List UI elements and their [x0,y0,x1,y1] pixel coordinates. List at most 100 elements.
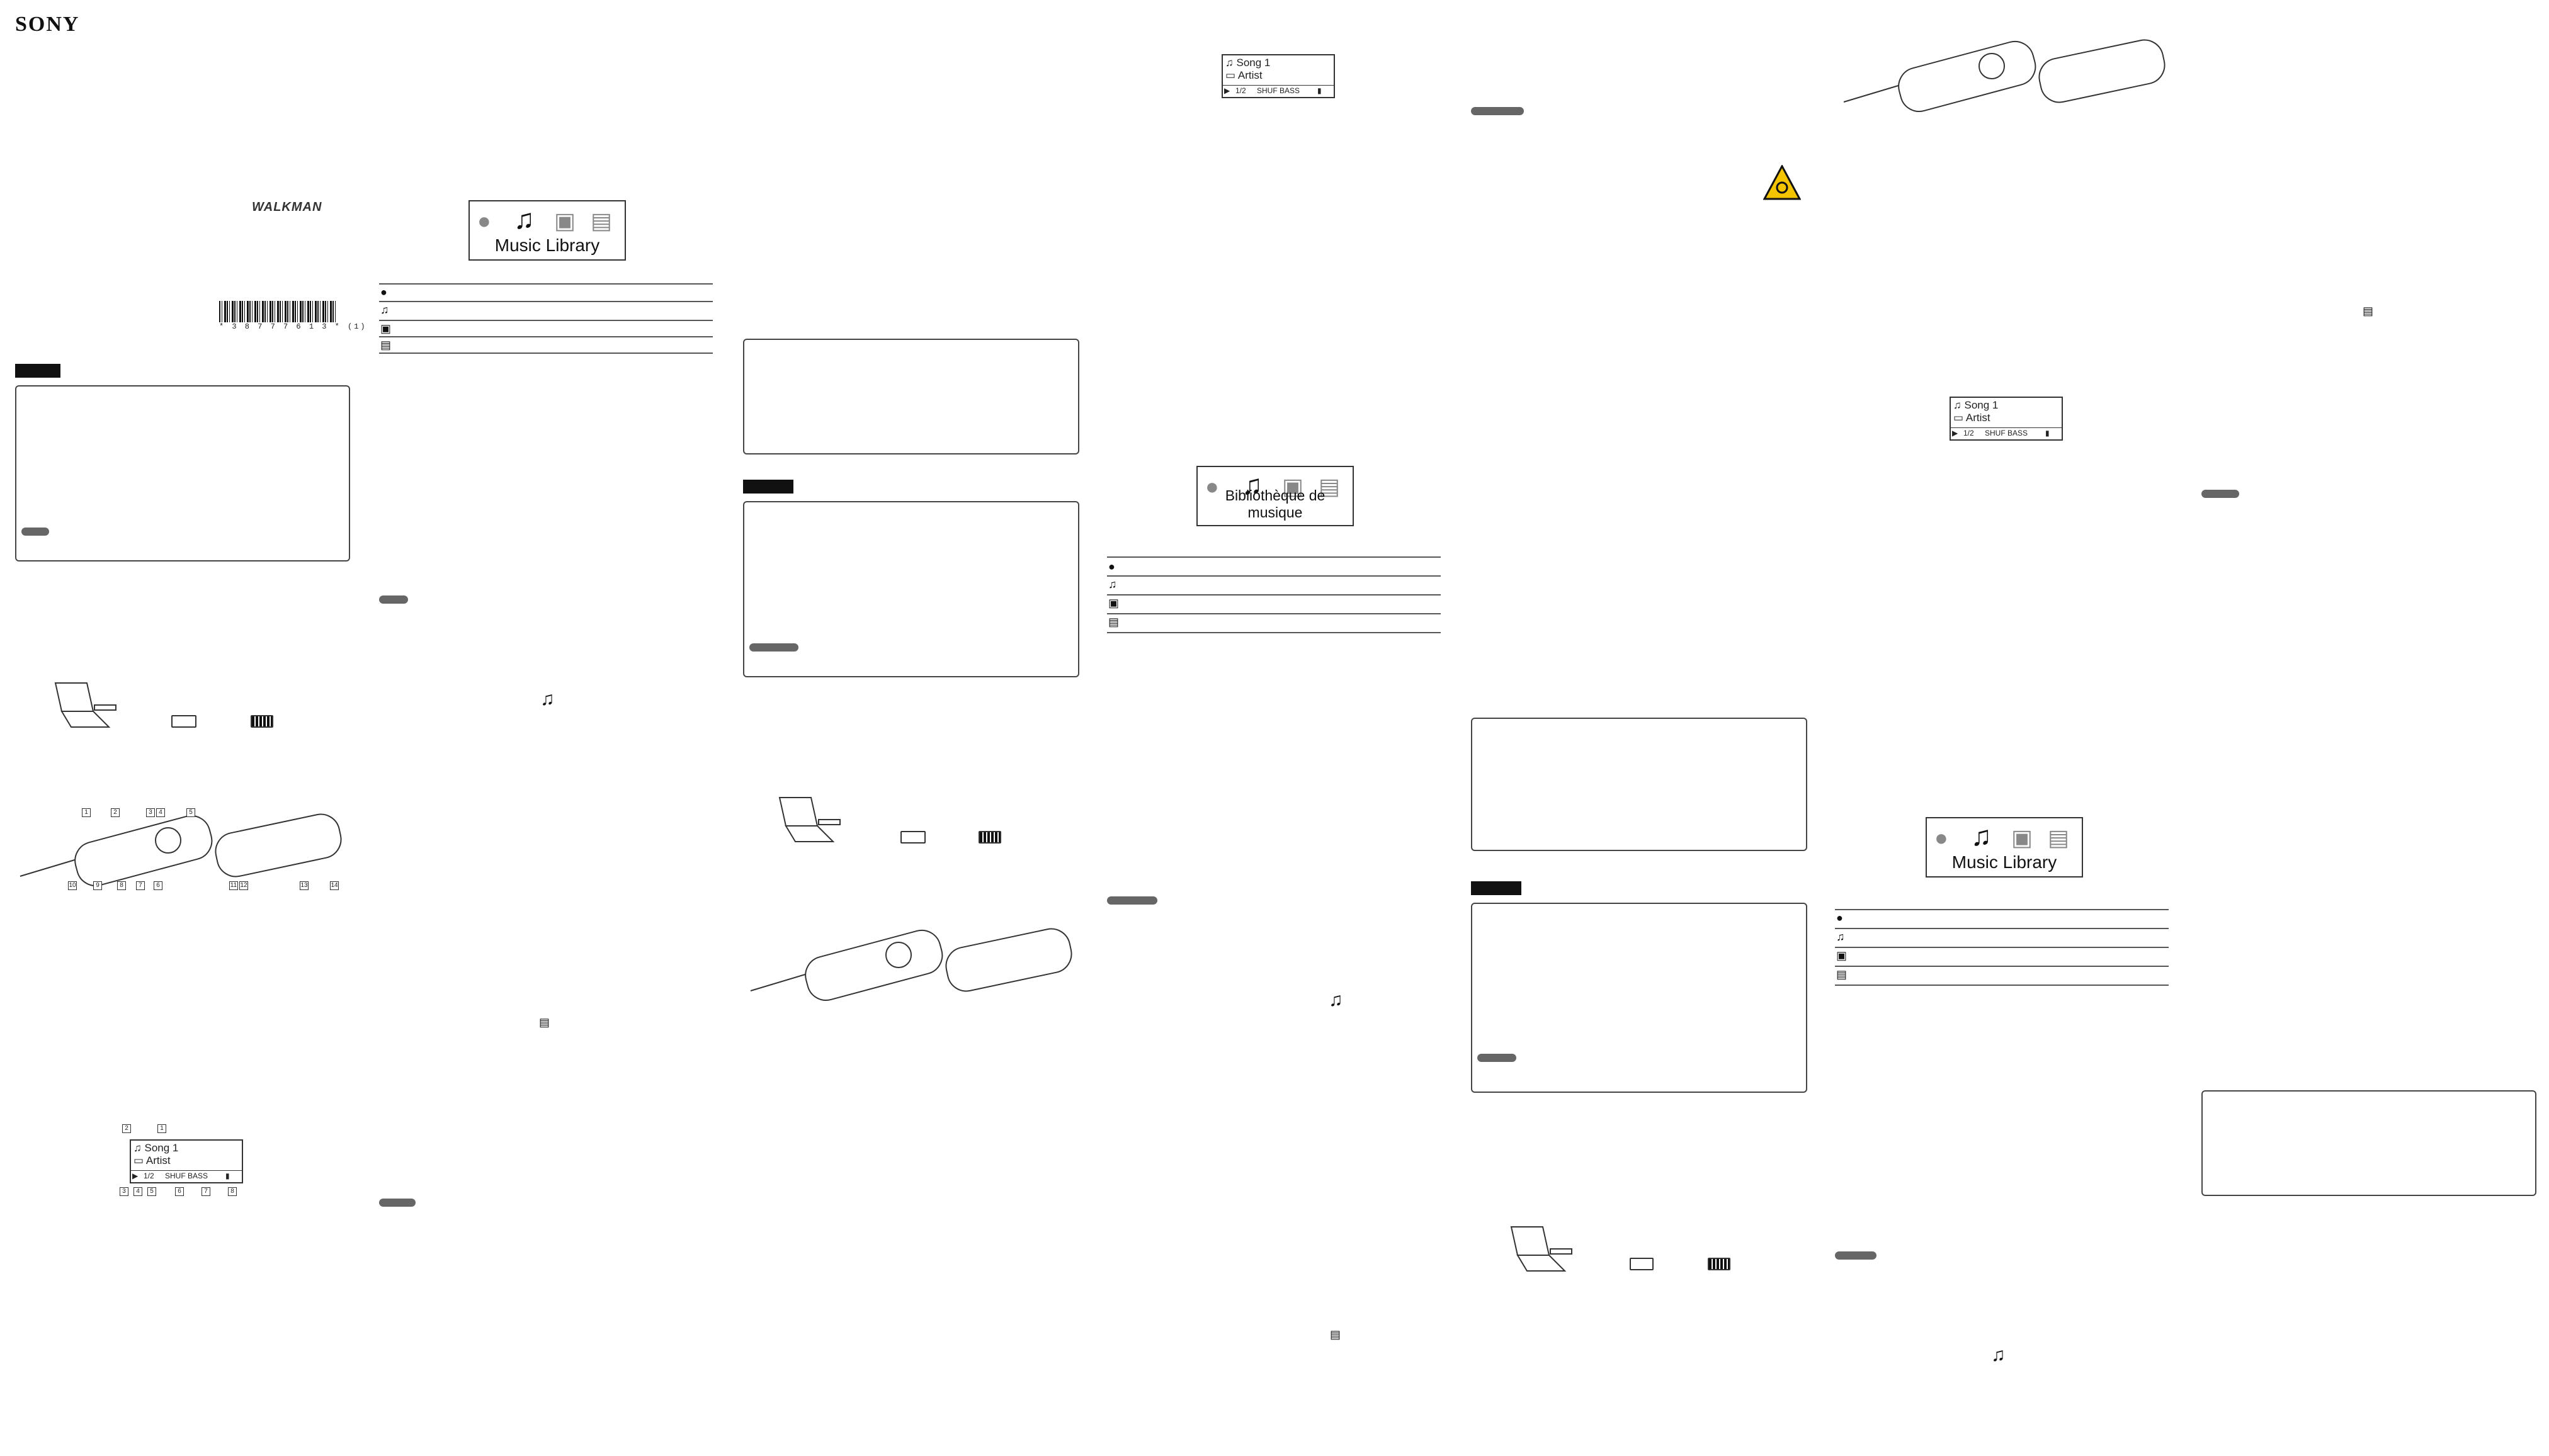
note-pill [1835,1251,1876,1260]
battery-empty-icon [900,831,926,844]
toolbox-icon: ▤ [1330,1328,1341,1341]
radio-icon: ▣ [1282,473,1304,499]
battery-icon: ▮ [2045,429,2050,437]
battery-empty-icon [171,715,196,728]
music-note-icon: ♫ [514,204,535,235]
music-note-icon: ♫ [1242,470,1263,500]
callout-4: 4 [156,808,165,817]
toolbox-icon: ▤ [2363,305,2374,317]
callout-2: 2 [111,808,120,817]
home-menu-label: Music Library [1951,852,2057,872]
lcd-shuffle: SHUF [165,1171,186,1180]
table-rule [379,301,713,302]
lcd-status-bar: ▶ 1/2 SHUF BASS ▮ [131,1170,242,1182]
laptop-illustration [1510,1226,1572,1272]
note-pill [379,595,408,604]
music-note-icon: ♫ [540,689,555,709]
lcd-screen: ♫ Song 1 ▭ Artist ▶ 1/2 SHUF BASS ▮ [1950,397,2063,441]
lcd-callout-2: 2 [122,1124,131,1133]
radio-icon: ▣ [1836,949,1848,962]
sony-logo: SONY [15,13,80,36]
home-menu-label: Music Library [494,235,600,255]
table-rule [1107,575,1441,577]
lcd-artist: Artist [1237,69,1263,81]
lcd-track: 1/2 [144,1171,154,1180]
table-rule [379,336,713,337]
folder-icon: ▭ [1225,69,1236,81]
battery-icon: ▮ [225,1171,230,1180]
notice-box [743,339,1079,454]
lcd-song: Song 1 [1964,399,1999,411]
lcd-song: Song 1 [144,1142,179,1154]
callout-8: 8 [117,881,126,890]
lcd-callout-5: 5 [147,1187,156,1196]
note-pill [1107,896,1157,905]
folder-icon: ▭ [133,1154,144,1166]
notice-box [15,385,350,562]
lcd-callout-7: 7 [202,1187,210,1196]
note-pill [1471,107,1524,115]
music-note-icon: ♫ [380,303,389,316]
radio-icon: ▣ [380,322,392,335]
battery-full-icon [979,831,1001,844]
player-diagram [20,813,342,886]
music-note-icon: ♫ [1329,990,1343,1010]
play-icon: ▶ [1224,86,1230,95]
lcd-eq: BASS [188,1171,208,1180]
home-menu: ● ♫ ▣ ▤ Bibliothèque de musique [1196,466,1354,526]
lcd-shuffle: SHUF [1985,429,2006,437]
callout-14: 14 [330,881,339,890]
battery-empty-icon [1630,1258,1654,1270]
music-note-icon: ♫ [1953,399,1961,411]
note-pill [1477,1054,1516,1062]
speech-bubble-icon: ● [1108,560,1115,573]
callout-6: 6 [154,881,162,890]
table-rule [1835,909,2169,910]
radio-icon: ▣ [1108,597,1120,609]
table-rule [1835,966,2169,967]
lcd-callout-1: 1 [157,1124,166,1133]
notice-box [2201,1090,2536,1196]
barcode-number: * 3 8 7 7 7 6 1 3 * (1) [219,322,367,331]
table-rule [1107,632,1441,633]
callout-3: 3 [146,808,155,817]
toolbox-icon: ▤ [539,1016,550,1029]
music-note-icon: ♫ [1225,57,1234,69]
laptop-illustration [54,682,116,728]
callout-7: 7 [136,881,145,890]
lcd-track: 1/2 [1235,86,1246,95]
callout-10: 10 [68,881,77,890]
notice-box [1471,718,1807,851]
table-rule [1835,985,2169,986]
table-rule [379,320,713,321]
speech-bubble-icon: ● [1205,473,1219,499]
folder-icon: ▭ [1953,412,1964,424]
section-header-bar [1471,881,1521,895]
toolbox-icon: ▤ [2048,825,2070,850]
home-menu: ● ♫ ▣ ▤ Music Library [468,200,626,261]
lcd-artist: Artist [1965,412,1990,424]
music-note-icon: ♫ [133,1142,142,1154]
lcd-track: 1/2 [1963,429,1974,437]
battery-icon: ▮ [1317,86,1322,95]
toolbox-icon: ▤ [591,208,613,234]
speech-bubble-icon: ● [380,286,387,298]
laptop-illustration [778,797,841,842]
lcd-status-bar: ▶ 1/2 SHUF BASS ▮ [1223,85,1334,97]
table-rule [1107,613,1441,614]
lcd-artist: Artist [145,1154,171,1166]
note-pill [21,528,49,536]
lcd-callout-6: 6 [175,1187,184,1196]
table-rule [379,353,713,354]
radio-icon: ▣ [554,208,576,234]
note-pill [2201,490,2239,498]
lcd-eq: BASS [1280,86,1300,95]
table-rule [1107,556,1441,558]
lcd-eq: BASS [2007,429,2028,437]
speech-bubble-icon: ● [1934,825,1948,850]
player-diagram [750,928,1072,1001]
speech-bubble-icon: ● [1836,911,1843,924]
lcd-screen: ♫ Song 1 ▭ Artist ▶ 1/2 SHUF BASS ▮ [130,1139,243,1183]
callout-13: 13 [300,881,309,890]
callout-9: 9 [93,881,102,890]
